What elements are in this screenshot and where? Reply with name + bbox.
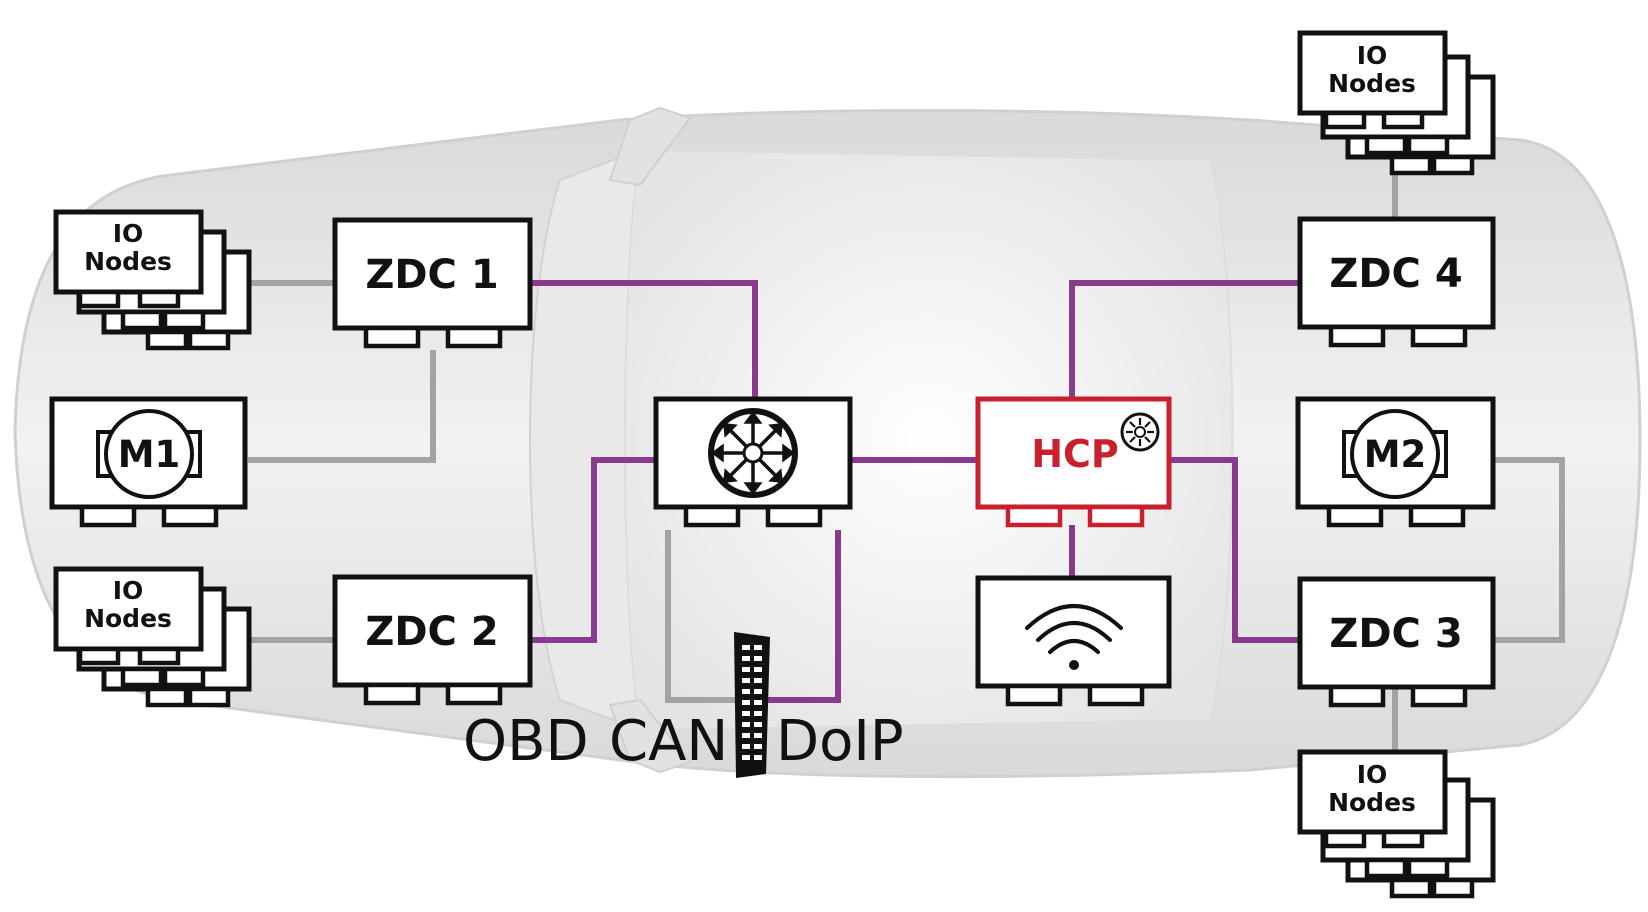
link-hcp-zdc3 xyxy=(1169,457,1298,643)
link-switch-obd-can xyxy=(665,530,736,703)
io-nodes-right-top: IO Nodes xyxy=(1297,30,1496,176)
io-label-line1: IO xyxy=(1357,760,1388,789)
sun-gear-icon xyxy=(1120,412,1160,452)
can-links xyxy=(245,170,1565,752)
motor-icon xyxy=(1350,409,1440,499)
io-label-line1: IO xyxy=(1357,41,1388,70)
io-label-line2: Nodes xyxy=(1328,788,1416,817)
link-zdc1-m1 xyxy=(248,350,436,463)
zdc1-label: ZDC 1 xyxy=(365,252,498,298)
ethernet-switch-box xyxy=(653,396,853,528)
motor-m2-label: M2 xyxy=(1364,433,1427,476)
io-nodes-left-bottom: IO Nodes xyxy=(53,566,252,708)
io-label-line2: Nodes xyxy=(84,604,172,633)
zdc1-box: ZDC 1 xyxy=(332,217,533,349)
link-zdc1-switch xyxy=(532,280,758,397)
obd-doip-label: DoIP xyxy=(776,709,904,774)
io-nodes-left-top: IO Nodes xyxy=(53,209,252,351)
obd-label: OBD xyxy=(463,709,589,774)
io-label-line1: IO xyxy=(113,219,144,248)
zdc4-box: ZDC 4 xyxy=(1297,216,1496,348)
zdc3-box: ZDC 3 xyxy=(1297,576,1496,708)
network-switch-icon xyxy=(708,408,798,498)
zdc2-box: ZDC 2 xyxy=(332,574,533,706)
motor-m1-label: M1 xyxy=(118,433,181,476)
ethernet-links xyxy=(532,280,1298,703)
wifi-icon xyxy=(1025,604,1123,670)
zdc2-label: ZDC 2 xyxy=(365,609,498,655)
hcp-box: HCP xyxy=(975,396,1172,528)
obd-can-label: CAN xyxy=(609,709,728,774)
hcp-label: HCP xyxy=(1031,432,1119,476)
motor-m2-box: M2 xyxy=(1295,396,1496,528)
wifi-module-box xyxy=(975,575,1172,707)
link-hcp-zdc4 xyxy=(1069,280,1298,397)
link-switch-obd-doip xyxy=(767,530,841,703)
link-zdc2-switch xyxy=(532,457,655,643)
zdc4-label: ZDC 4 xyxy=(1329,251,1462,297)
motor-m1-box: M1 xyxy=(49,396,248,528)
zdc3-label: ZDC 3 xyxy=(1329,611,1462,657)
io-nodes-right-bottom: IO Nodes xyxy=(1297,749,1496,899)
io-label-line1: IO xyxy=(113,576,144,605)
io-label-line2: Nodes xyxy=(1328,69,1416,98)
obd-connector-icon xyxy=(734,632,770,778)
io-label-line2: Nodes xyxy=(84,247,172,276)
motor-icon xyxy=(104,409,194,499)
link-m2-zdc3 xyxy=(1494,457,1565,643)
